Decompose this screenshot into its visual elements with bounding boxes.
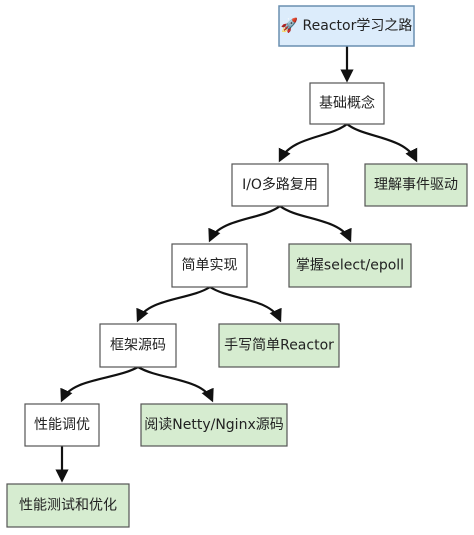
node-netty-label: 阅读Netty/Nginx源码 (144, 416, 283, 433)
node-root-box (278, 5, 415, 47)
node-netty: 阅读Netty/Nginx源码 (140, 403, 288, 447)
node-basics-label: 基础概念 (319, 95, 375, 112)
node-simple: 简单实现 (171, 243, 248, 288)
edge-basics-to-events (346, 123, 418, 163)
node-perf-box (6, 483, 130, 528)
node-handwrite-label: 手写简单Reactor (224, 337, 334, 354)
node-io: I/O多路复用 (231, 163, 329, 207)
node-events-box (364, 163, 468, 207)
node-handwrite: 手写简单Reactor (218, 323, 340, 368)
edge-framework-to-netty (137, 366, 214, 403)
node-framework-label: 框架源码 (110, 338, 166, 354)
node-events-label: 理解事件驱动 (374, 177, 458, 193)
edge-io-to-simple (208, 205, 281, 243)
node-io-box (231, 163, 329, 207)
node-tuning-box (24, 403, 100, 447)
node-events: 理解事件驱动 (364, 163, 468, 207)
node-perf-label: 性能测试和优化 (19, 498, 117, 514)
node-root-label: 🚀 Reactor学习之路 (281, 17, 413, 34)
node-simple-box (171, 243, 248, 288)
node-select: 掌握select/epoll (288, 243, 412, 288)
edges (55, 46, 418, 483)
node-select-box (288, 243, 412, 288)
node-tuning: 性能调优 (24, 403, 100, 447)
edge-simple-to-framework (136, 286, 211, 323)
node-netty-box (140, 403, 288, 447)
node-handwrite-box (218, 323, 340, 368)
edge-io-to-select (279, 205, 352, 243)
node-io-label: I/O多路复用 (242, 176, 318, 193)
node-basics-box (309, 82, 385, 125)
edge-framework-to-tuning (60, 366, 139, 403)
node-perf: 性能测试和优化 (6, 483, 130, 528)
node-tuning-label: 性能调优 (34, 417, 90, 433)
node-root: 🚀 Reactor学习之路 (278, 5, 415, 47)
node-select-label: 掌握select/epoll (296, 258, 404, 274)
edge-basics-to-io (278, 123, 348, 163)
edge-simple-to-handwrite (209, 286, 282, 323)
node-simple-label: 简单实现 (182, 257, 238, 274)
node-framework-box (99, 323, 177, 368)
node-framework: 框架源码 (99, 323, 177, 368)
node-basics: 基础概念 (309, 82, 385, 125)
